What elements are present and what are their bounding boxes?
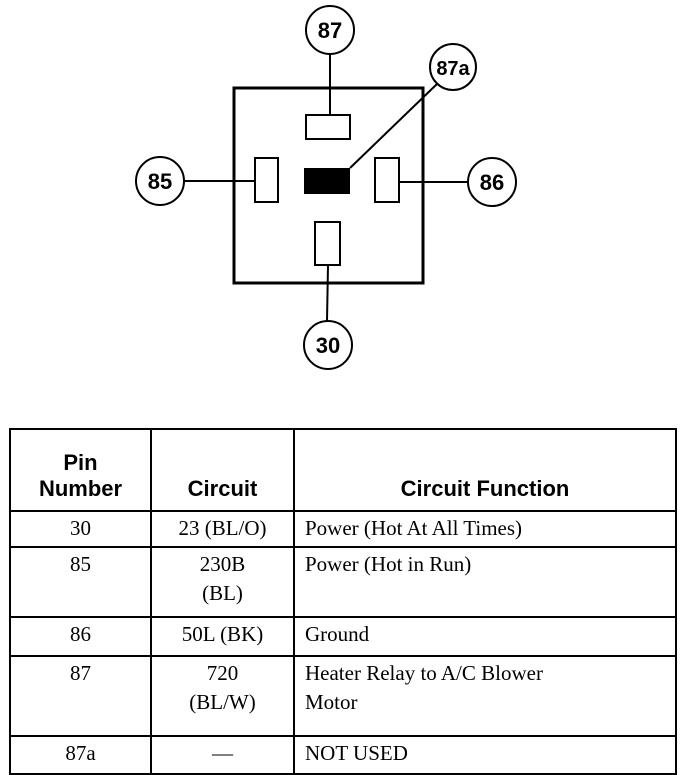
pin-87-label: 87 [318,18,342,43]
circuit-cell: 720 (BL/W) [150,655,295,737]
header-pin-line2: Number [38,476,123,501]
pin-87-callout: 87 [305,5,355,55]
table-row: 86 50L (BK) Ground [9,616,677,657]
circuit-cell: 23 (BL/O) [150,510,295,548]
header-circuit: Circuit [150,428,295,512]
pin-cell: 85 [9,546,152,618]
function-cell: Power (Hot At All Times) [293,510,677,548]
circuit-cell: — [150,735,295,775]
pin-87a-label: 87a [436,58,470,80]
pin-86-label: 86 [480,170,504,195]
circuit-line1: 720 [206,661,239,685]
function-cell: Power (Hot in Run) [293,546,677,618]
circuit-line2: (BL) [202,581,243,605]
leader-30 [326,264,329,322]
relay-pinout-diagram: 87 87a 85 86 30 [135,5,517,370]
pin-30-label: 30 [316,333,340,358]
circuit-line1: 230B [199,552,246,576]
function-line1: Heater Relay to A/C Blower [305,661,543,685]
terminal-87-slot [305,114,351,140]
pin-85-callout: 85 [135,156,185,206]
function-cell: Ground [293,616,677,657]
terminal-30-slot [314,221,341,266]
pin-cell: 87a [9,735,152,775]
terminal-87a-slot [304,168,350,194]
pin-30-callout: 30 [303,320,353,370]
pin-86-callout: 86 [467,157,517,207]
leader-87a [349,83,438,169]
terminal-85-slot [254,157,279,203]
circuit-cell: 50L (BK) [150,616,295,657]
function-cell: NOT USED [293,735,677,775]
leader-lines [184,54,468,322]
circuit-line2: (BL/W) [189,690,256,714]
function-line2: Motor [305,690,358,714]
header-circuit-function: Circuit Function [293,428,677,512]
table-row: 30 23 (BL/O) Power (Hot At All Times) [9,510,677,548]
pin-cell: 87 [9,655,152,737]
terminal-86-slot [374,157,400,203]
table-row: 87a — NOT USED [9,735,677,775]
header-pin-line1: Pin [63,450,98,475]
pin-cell: 30 [9,510,152,548]
pin-85-label: 85 [148,169,172,194]
pin-cell: 86 [9,616,152,657]
pin-87a-callout: 87a [429,43,477,91]
circuit-cell: 230B (BL) [150,546,295,618]
table-row: 85 230B (BL) Power (Hot in Run) [9,546,677,618]
